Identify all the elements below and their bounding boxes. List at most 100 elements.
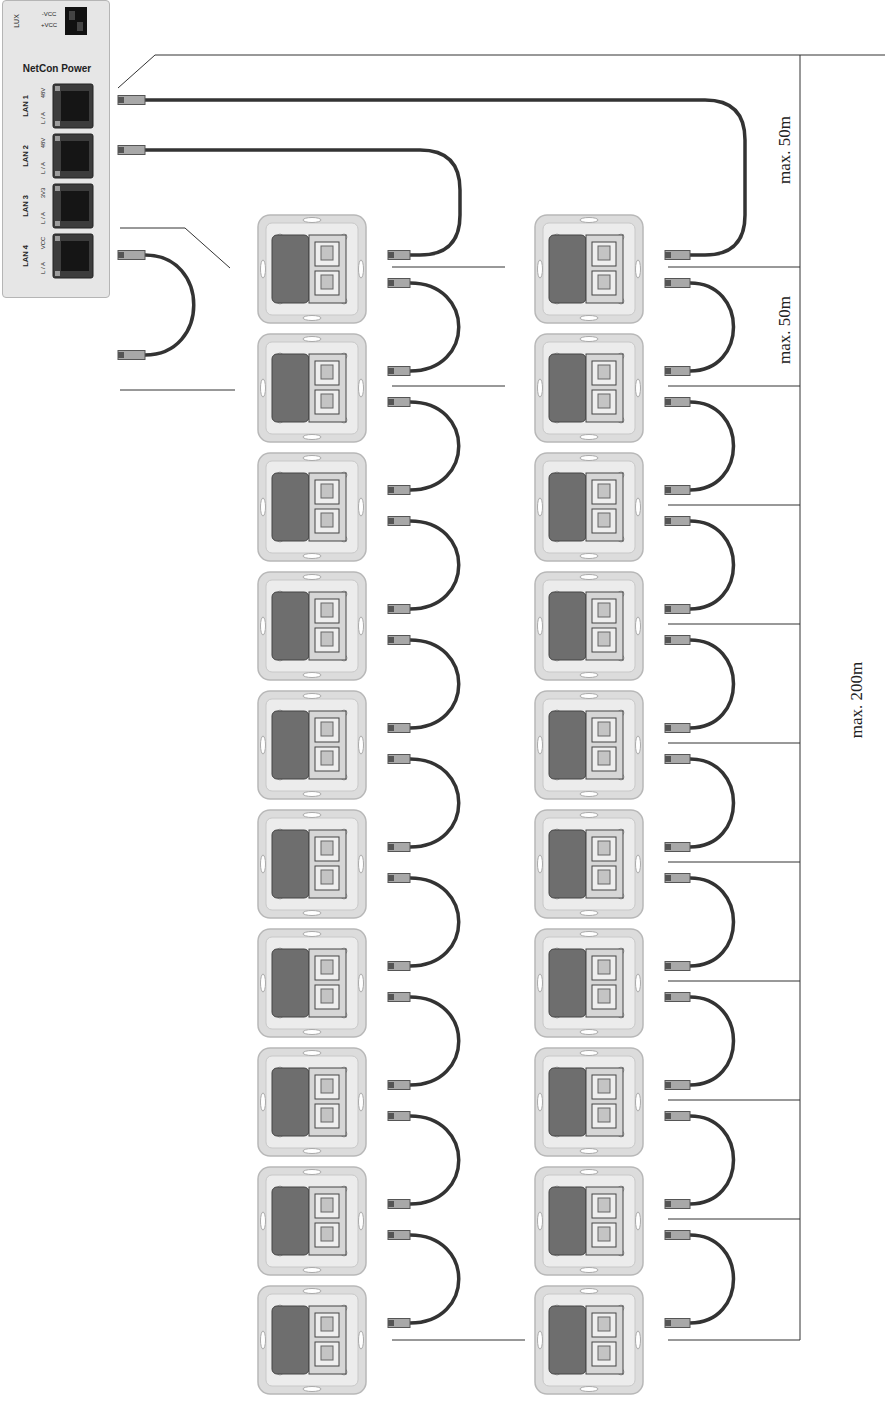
dimension-line — [392, 267, 505, 268]
dimension-line — [668, 981, 800, 982]
rj45-plug — [388, 1231, 410, 1240]
wall-socket — [258, 691, 366, 799]
dimension-lines — [118, 55, 885, 1340]
patch-cable — [690, 640, 734, 728]
rj45-plug — [388, 1081, 410, 1090]
power-terminal — [65, 7, 87, 35]
rj45-plug — [388, 755, 410, 764]
port-label: 48V — [40, 88, 46, 99]
rj45-plug — [665, 962, 690, 971]
patch-cable — [690, 1116, 734, 1204]
wall-socket — [535, 215, 643, 323]
port-label: L / A — [40, 262, 46, 274]
patch-cable — [690, 521, 734, 609]
dimension-line — [392, 386, 505, 387]
rj45-plug — [388, 636, 410, 645]
wall-socket — [258, 1048, 366, 1156]
rj45-plug — [665, 367, 690, 376]
port-label: VCC — [40, 237, 46, 250]
device-ports — [3, 1, 111, 299]
port-label: L / A — [40, 112, 46, 124]
rj45-plug — [665, 1319, 690, 1328]
rj45-plug — [665, 755, 690, 764]
rj45-plug — [665, 724, 690, 733]
dimension-label: max. 50m — [776, 294, 793, 366]
patch-cable — [690, 759, 734, 847]
rj45-plug — [665, 636, 690, 645]
rj45-plug — [665, 517, 690, 526]
rj45-plug — [388, 724, 410, 733]
patch-cable — [410, 521, 459, 609]
dimension-line — [118, 55, 885, 88]
port-label: LAN 2 — [22, 145, 30, 167]
patch-cable — [690, 402, 734, 490]
rj45-plug — [388, 605, 410, 614]
wall-socket — [535, 1167, 643, 1275]
rj45-plug — [665, 398, 690, 407]
rj45-port — [53, 84, 93, 128]
wall-socket — [535, 929, 643, 1037]
rj45-plug — [665, 843, 690, 852]
patch-cables — [145, 100, 745, 1323]
patch-cable — [690, 997, 734, 1085]
rj45-plug — [665, 1200, 690, 1209]
dimension-line — [392, 1340, 525, 1341]
port-label: 3V3 — [40, 188, 46, 199]
rj45-plug — [388, 962, 410, 971]
wall-socket — [535, 572, 643, 680]
port-label: LAN 3 — [22, 195, 30, 217]
dimension-line — [668, 386, 800, 387]
device-name: NetCon Power — [23, 64, 91, 74]
rj45-plug — [388, 367, 410, 376]
patch-cable — [410, 402, 459, 490]
port-label: LAN 4 — [22, 245, 30, 267]
wall-socket — [535, 1048, 643, 1156]
patch-cable — [145, 150, 460, 255]
rj45-plug — [388, 843, 410, 852]
rj45-plug — [118, 351, 145, 360]
wall-socket — [258, 453, 366, 561]
wall-socket — [258, 1286, 366, 1394]
port-label: +VCC — [41, 22, 57, 28]
dimension-line — [668, 862, 800, 863]
port-label: LUX — [13, 14, 20, 28]
patch-cable — [410, 878, 459, 966]
port-label: L / A — [40, 212, 46, 224]
rj45-plug — [665, 279, 690, 288]
dimension-line — [668, 1219, 800, 1220]
rj45-plug — [388, 486, 410, 495]
patch-cable — [410, 283, 459, 371]
wall-socket — [535, 453, 643, 561]
dimension-label: max. 50m — [776, 114, 793, 186]
patch-cable — [410, 997, 459, 1085]
wall-socket — [258, 572, 366, 680]
rj45-plug — [388, 279, 410, 288]
wall-socket — [258, 334, 366, 442]
dimension-line — [120, 228, 230, 268]
rj45-plug — [388, 1200, 410, 1209]
patch-cable — [145, 100, 745, 255]
wall-socket — [258, 215, 366, 323]
rj45-plugs — [118, 96, 690, 1328]
patch-cable — [690, 1235, 734, 1323]
rj45-plug — [665, 1231, 690, 1240]
dimension-line — [668, 505, 800, 506]
dimension-line — [120, 390, 235, 391]
rj45-plug — [388, 251, 410, 260]
patch-cable — [410, 759, 459, 847]
rj45-plug — [118, 251, 145, 260]
wall-socket — [258, 810, 366, 918]
wall-socket — [258, 1167, 366, 1275]
port-label: LAN 1 — [22, 95, 30, 117]
rj45-plug — [388, 517, 410, 526]
patch-cable — [410, 1235, 459, 1323]
port-label: -VCC — [42, 11, 57, 17]
rj45-plug — [388, 874, 410, 883]
rj45-plug — [665, 993, 690, 1002]
rj45-plug — [118, 146, 145, 155]
dimension-line — [668, 1340, 800, 1341]
patch-cable — [690, 283, 734, 371]
dimension-label: max. 200m — [848, 660, 865, 741]
